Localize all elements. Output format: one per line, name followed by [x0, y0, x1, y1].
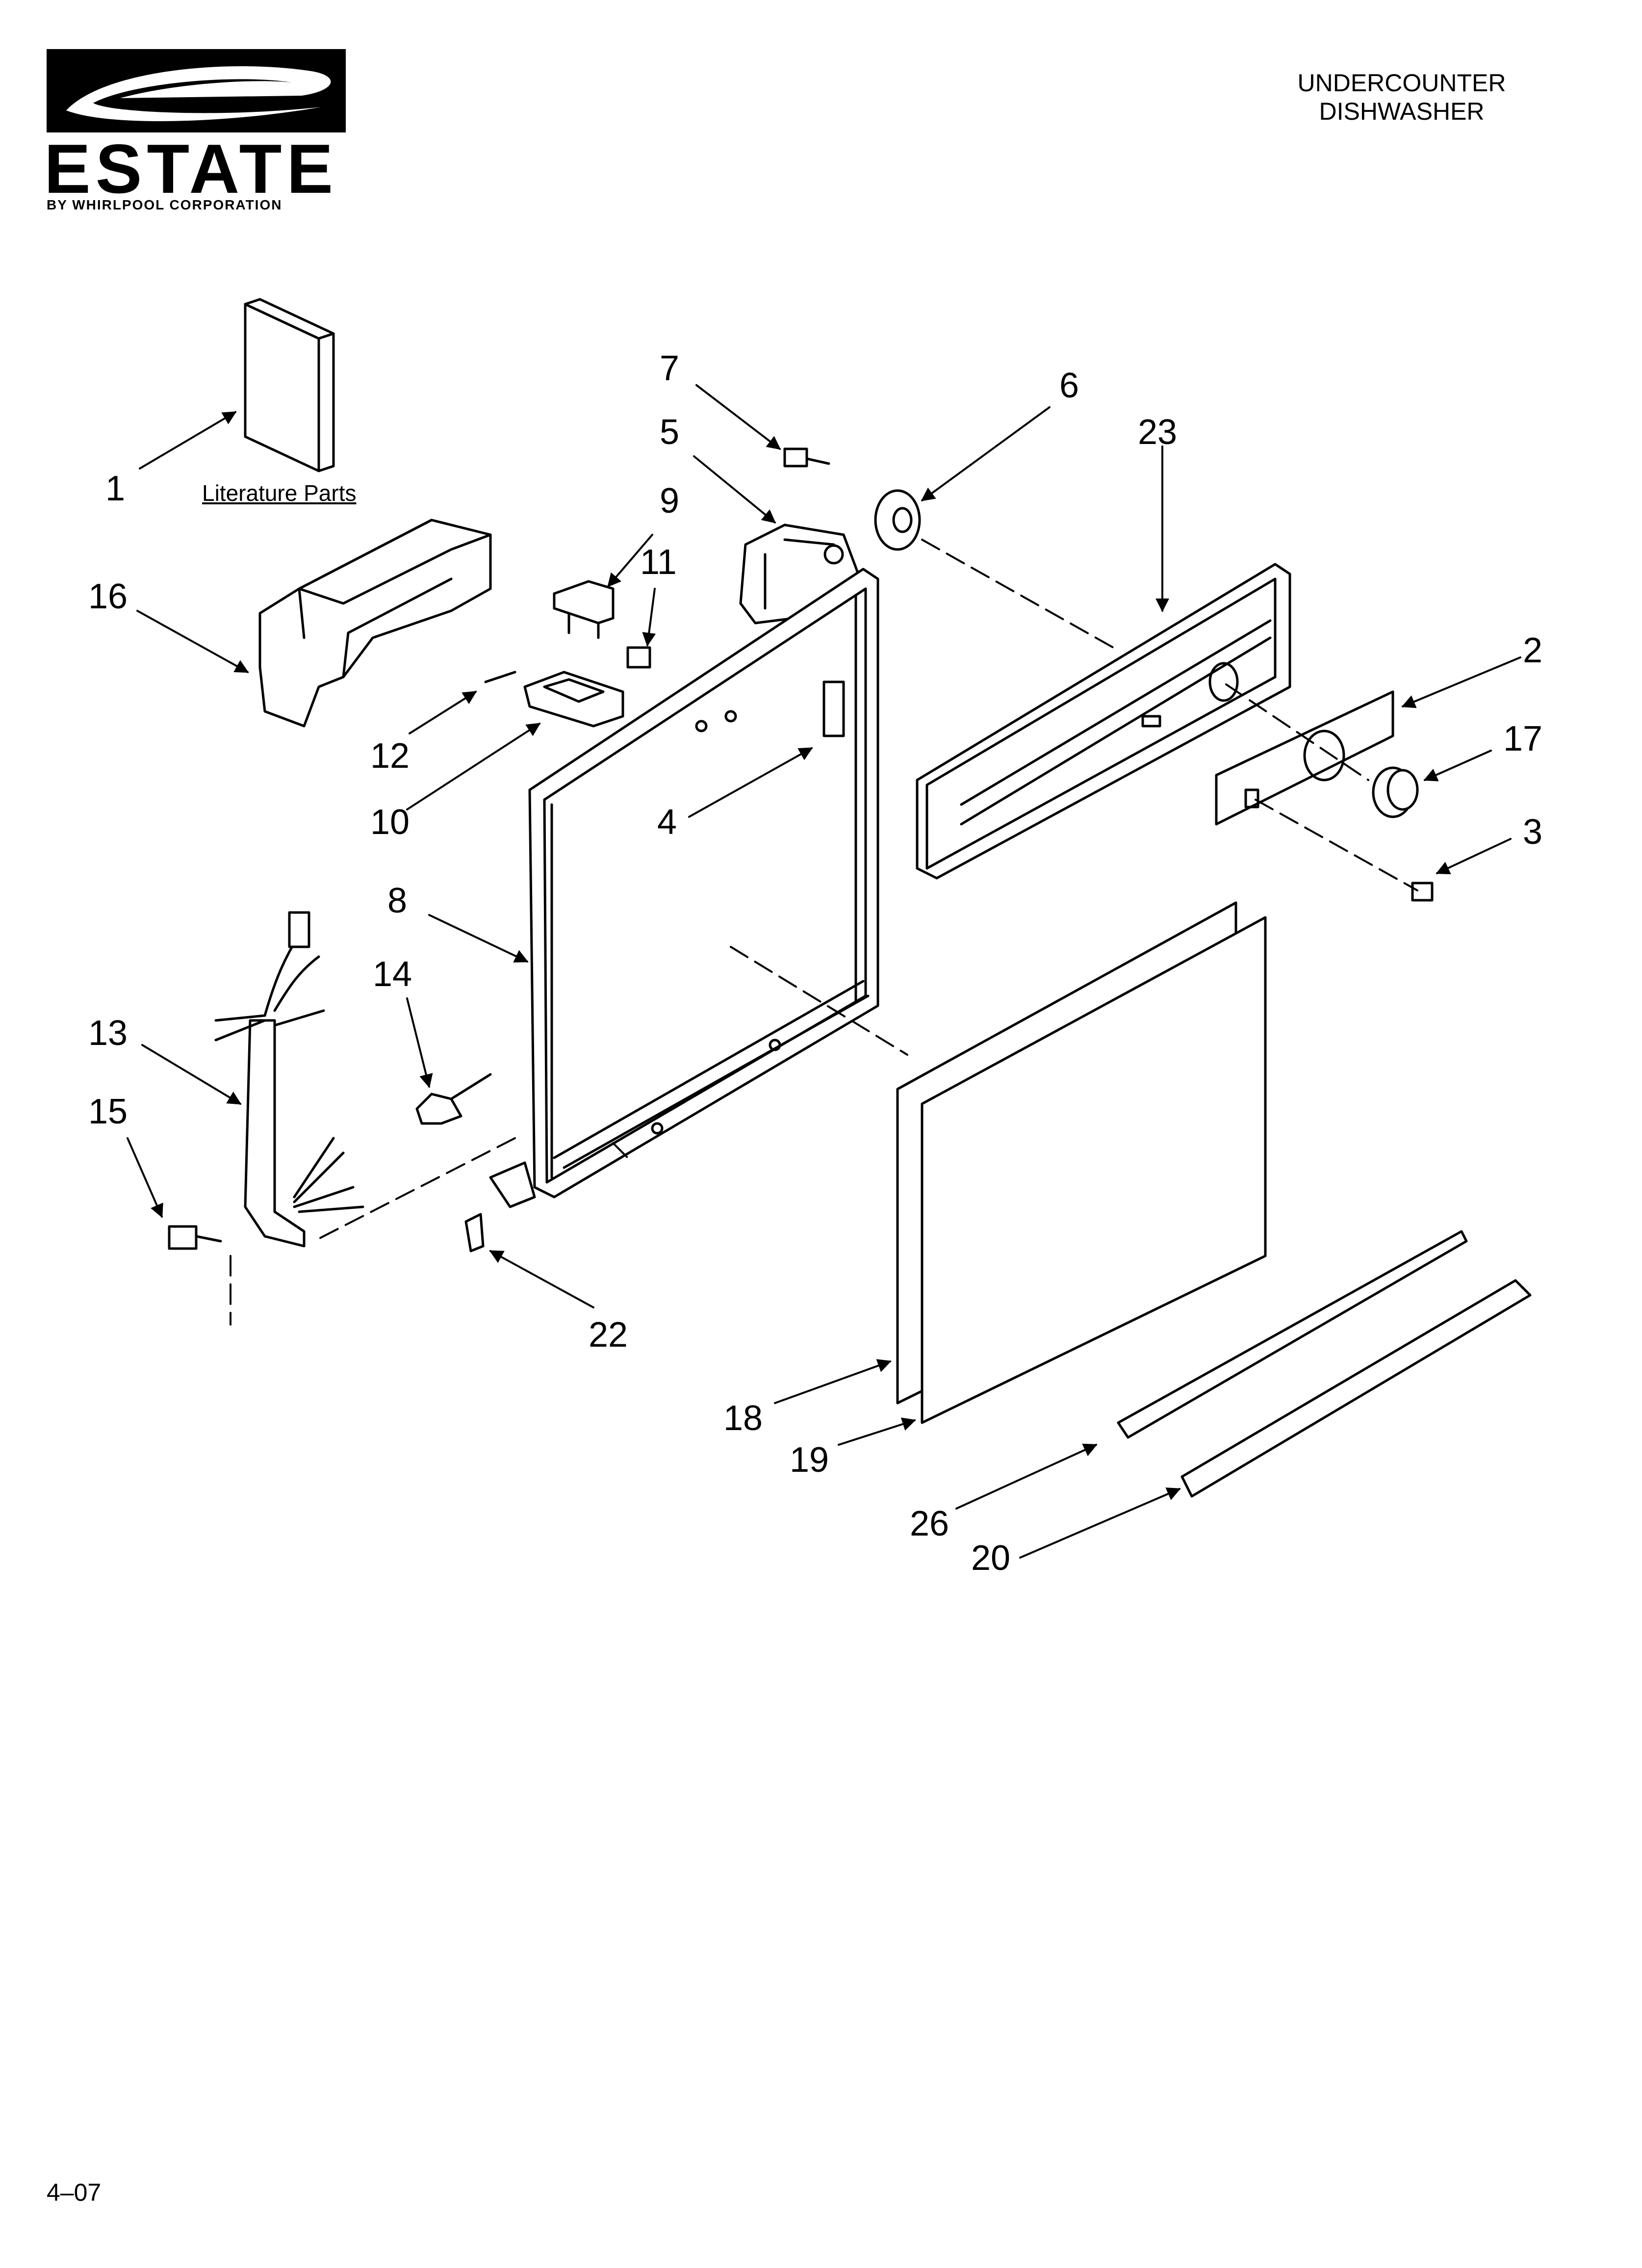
callout-6: 6	[1059, 366, 1079, 405]
part-7-screw	[783, 447, 830, 468]
literature-parts-label: Literature Parts	[202, 480, 357, 506]
callout-4: 4	[657, 803, 677, 842]
callout-15: 15	[88, 1092, 128, 1131]
part-16-shield	[258, 519, 492, 728]
page-title: UNDERCOUNTER DISHWASHER	[1230, 69, 1573, 126]
part-17-knob	[1372, 766, 1419, 818]
logo-subtext: BY WHIRLPOOL CORPORATION	[47, 197, 282, 212]
callout-22: 22	[589, 1315, 628, 1355]
part-3-button	[1411, 882, 1434, 902]
part-9-bracket	[553, 580, 615, 639]
callout-9: 9	[660, 481, 679, 521]
callout-8: 8	[387, 881, 407, 920]
callout-labels: 1 2 3 4 5 6 7 8 9 10 11 12 13 14 15 16 1…	[88, 349, 1542, 1578]
part-13-wire-harness	[214, 911, 364, 1248]
part-6-dial	[874, 489, 921, 551]
callout-2: 2	[1523, 631, 1542, 670]
callout-5: 5	[660, 413, 679, 452]
callout-19: 19	[790, 1440, 829, 1480]
part-26-trim	[1117, 1230, 1468, 1439]
callout-12: 12	[370, 736, 410, 776]
literature-booklet	[244, 298, 335, 472]
part-20-trim	[1180, 1279, 1532, 1498]
logo-wordmark: ESTATE	[44, 130, 338, 208]
title-line-2: DISHWASHER	[1319, 98, 1485, 125]
assembly-lines	[230, 539, 1418, 1326]
callout-26: 26	[910, 1504, 949, 1543]
part-15-screw	[168, 1225, 222, 1250]
callout-11: 11	[640, 543, 677, 582]
callout-17: 17	[1503, 719, 1542, 758]
callout-20: 20	[971, 1538, 1010, 1578]
revision-code: 4–07	[47, 2179, 102, 2206]
callout-23: 23	[1138, 413, 1177, 452]
callout-13: 13	[88, 1014, 128, 1053]
part-19-panel	[921, 916, 1267, 1424]
callout-14: 14	[373, 955, 412, 994]
part-12-strip	[484, 671, 516, 683]
callout-7: 7	[660, 349, 679, 388]
callout-16: 16	[88, 577, 128, 616]
callout-10: 10	[370, 803, 410, 842]
part-10-holder	[523, 671, 624, 728]
leader-lines	[127, 384, 1521, 1559]
part-23-control-panel	[916, 563, 1291, 880]
part-11-connector	[626, 646, 651, 669]
logo-swoosh	[47, 49, 346, 132]
title-line-1: UNDERCOUNTER	[1297, 69, 1506, 97]
callout-3: 3	[1523, 812, 1542, 852]
callout-1: 1	[105, 469, 125, 508]
part-14-sensor	[415, 1073, 492, 1125]
part-22-clip	[464, 1213, 485, 1252]
part-8-door-frame	[489, 568, 879, 1208]
callout-18: 18	[723, 1399, 763, 1438]
part-2-overlay	[1215, 690, 1394, 826]
